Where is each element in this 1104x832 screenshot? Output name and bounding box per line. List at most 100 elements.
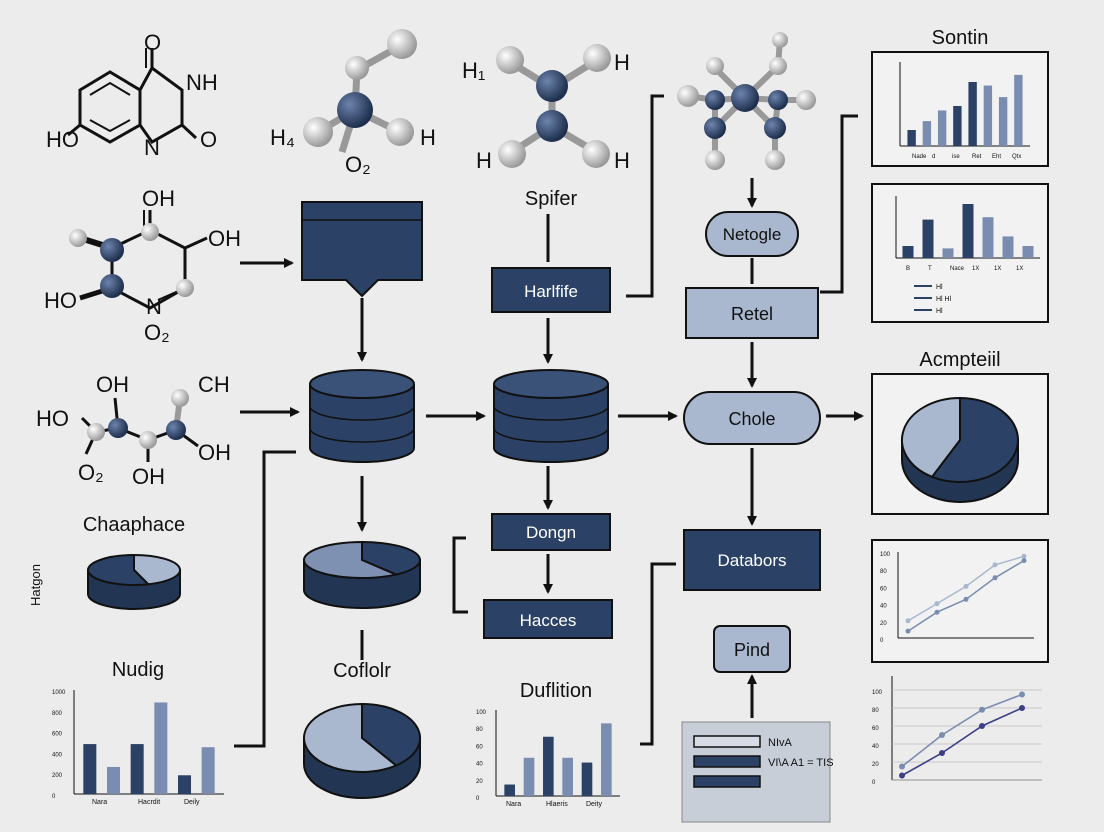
series-point	[992, 562, 998, 568]
series-point	[979, 706, 985, 713]
atom-label: OH	[198, 440, 231, 465]
label-spifer: Spifer	[525, 188, 578, 210]
database-cylinder-2	[493, 369, 609, 463]
molecule-ball-stick-3	[677, 32, 816, 170]
tick-label: Nara	[506, 801, 521, 808]
atom-ball	[69, 229, 87, 247]
connector-bracket	[820, 114, 858, 294]
atom-ball	[768, 90, 788, 110]
atom-label: NH	[186, 70, 218, 95]
atom-label: H	[420, 125, 436, 150]
atom-ball	[100, 274, 124, 298]
pie-slice	[361, 540, 421, 576]
series-point	[934, 609, 940, 615]
node-harlfife: Harlfife	[491, 267, 611, 313]
pie-slice	[303, 540, 400, 579]
tick-label: B	[906, 266, 910, 272]
connector-bracket	[640, 562, 676, 746]
tick-label: Ret	[972, 154, 982, 160]
legend-label: Hl	[936, 284, 943, 291]
atom-ball	[677, 85, 699, 107]
tick-label: Nara	[92, 799, 107, 806]
tick-label: 60	[476, 744, 483, 750]
tick-label: 1000	[52, 690, 66, 696]
chart-pie-acmpteiil	[871, 373, 1049, 515]
atom-ball	[769, 57, 787, 75]
bar	[177, 775, 192, 794]
atom-ball	[345, 56, 369, 80]
bar	[562, 757, 573, 796]
node-dongn: Dongn	[491, 513, 611, 551]
bar	[201, 747, 215, 794]
atom-ball	[176, 279, 194, 297]
node-chole: Chole	[683, 391, 821, 445]
database-cylinder-1	[309, 369, 415, 463]
atom-ball	[139, 431, 157, 449]
bar	[130, 744, 144, 794]
tick-label: Hacrdit	[138, 799, 160, 806]
legend-swatch	[693, 755, 761, 768]
pie-slice	[133, 553, 181, 586]
tick-label: Nace	[950, 266, 965, 272]
tick-label: 1X	[972, 266, 979, 272]
atom-ball	[387, 29, 417, 59]
bar	[937, 110, 947, 146]
connector-bracket	[234, 450, 296, 748]
node-callout	[301, 201, 423, 298]
atom-label: O₂	[78, 460, 104, 485]
atom-ball	[498, 140, 526, 168]
tick-label: 100	[476, 710, 487, 716]
tick-label: 100	[872, 690, 883, 696]
node-label: Harlfife	[524, 282, 578, 301]
legend-item: VI\A A1 = TIS	[768, 757, 834, 769]
bar	[902, 246, 914, 258]
atom-label: O	[144, 30, 161, 55]
series-point	[899, 763, 905, 770]
atom-ball	[171, 389, 189, 407]
node-label: Databors	[718, 551, 787, 570]
node-retel: Retel	[685, 287, 819, 339]
bar	[83, 744, 97, 794]
series-point	[1021, 553, 1027, 559]
atom-label: O₂	[345, 152, 371, 177]
atom-label: H	[614, 148, 630, 173]
node-pind: Pind	[713, 625, 791, 673]
series-point	[992, 575, 998, 581]
node-label: Dongn	[526, 523, 576, 542]
pie-slice	[901, 396, 961, 479]
tick-label: T	[928, 266, 932, 272]
atom-ball	[731, 84, 759, 112]
bar	[504, 784, 515, 796]
tick-label: 60	[872, 726, 879, 732]
bar	[543, 736, 554, 796]
atom-label: OH	[142, 186, 175, 211]
node-label: Netogle	[723, 225, 782, 244]
atom-ball	[87, 423, 105, 441]
atom-label: HO	[44, 288, 77, 313]
tick-label: 600	[52, 732, 63, 738]
molecule-quinolone: O NH HO N O	[46, 30, 218, 160]
tick-label: d	[932, 154, 935, 160]
label-duflition: Duflition	[520, 680, 592, 702]
bar	[953, 106, 962, 146]
node-label: Hacces	[520, 611, 577, 630]
tick-label: Qtx	[1012, 154, 1021, 160]
legend-box: NIvA VI\A A1 = TIS	[681, 721, 834, 823]
series-point	[1019, 691, 1025, 698]
bar	[106, 766, 121, 794]
label-hatgon: Hatgon	[28, 564, 43, 606]
atom-ball	[100, 238, 124, 262]
tick-label: 20	[872, 762, 879, 768]
connector-bracket	[626, 94, 664, 298]
atom-label: HO	[36, 406, 69, 431]
tick-label: Hlaeris	[546, 801, 568, 808]
bar	[942, 248, 954, 258]
bar	[601, 723, 612, 796]
tick-label: 800	[52, 711, 63, 717]
tick-label: 0	[880, 638, 884, 644]
atom-label: H	[614, 50, 630, 75]
